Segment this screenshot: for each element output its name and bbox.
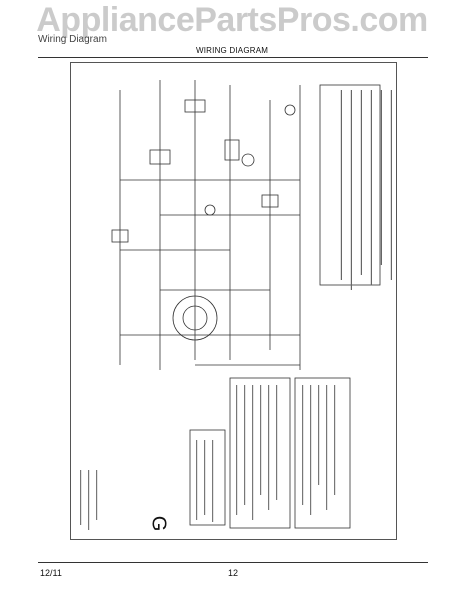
header-rule <box>38 57 428 58</box>
diagram-corner-letter: G <box>147 515 170 532</box>
watermark: AppliancePartsPros.com <box>36 1 428 39</box>
header-category: Wiring Diagram <box>38 34 107 45</box>
footer-rule <box>38 562 428 563</box>
footer-page-number: 12 <box>228 568 239 578</box>
footer-date: 12/11 <box>40 568 62 578</box>
wiring-diagram-frame <box>70 62 397 540</box>
page-title: WIRING DIAGRAM <box>196 46 269 55</box>
